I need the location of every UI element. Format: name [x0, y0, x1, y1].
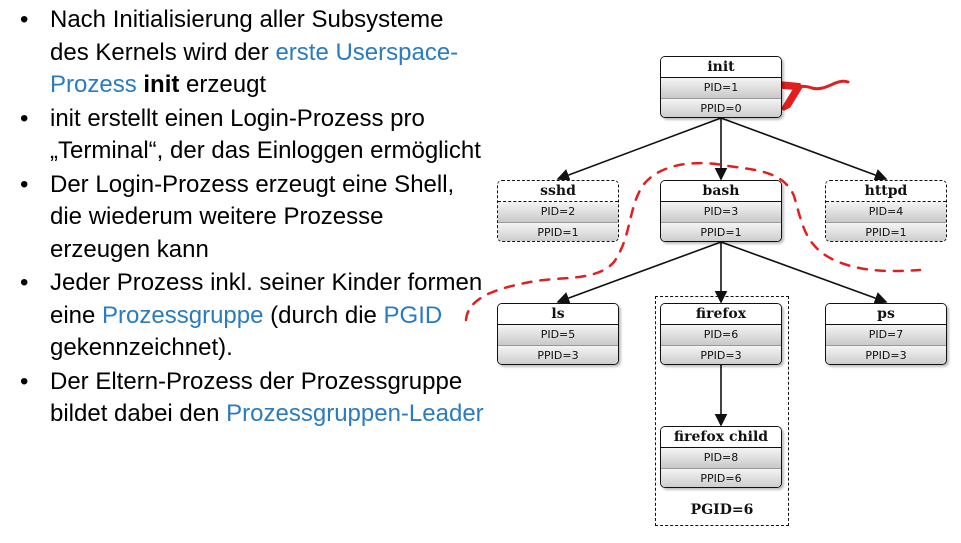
highlighted-term: Prozessgruppen-Leader [226, 400, 484, 427]
highlighted-term: PGID [383, 301, 443, 329]
bullet-symbol: • [20, 6, 29, 33]
process-ppid: PPID=3 [498, 346, 618, 364]
highlighted-term: erste Userspace-Prozess [50, 38, 459, 99]
process-pid: PID=3 [661, 202, 781, 223]
process-pid: PID=7 [826, 325, 946, 346]
bullet-item: • Der Login-Prozess erzeugt eine Shell, d… [18, 169, 488, 267]
bullet-symbol: • [20, 367, 29, 395]
bullet-text: gekennzeichnet). [50, 334, 233, 361]
process-name: bash [661, 181, 781, 202]
process-ppid: PPID=3 [826, 346, 946, 364]
process-ppid: PPID=1 [498, 223, 618, 241]
bullet-item: • Nach Initialisierung aller Subsysteme d… [18, 4, 488, 102]
process-ppid: PPID=3 [661, 346, 781, 364]
process-ppid: PPID=1 [661, 223, 781, 241]
process-name: ps [826, 304, 946, 325]
process-name: sshd [498, 181, 618, 202]
bullet-symbol: • [20, 269, 29, 296]
edge-init-to-httpd [720, 117, 888, 182]
red-arrow-annotation [796, 79, 850, 88]
process-group-box [655, 296, 789, 526]
process-ppid: PPID=6 [661, 469, 781, 487]
process-ppid: PPID=1 [826, 223, 946, 241]
process-pid: PID=1 [661, 78, 781, 99]
process-ppid: PPID=0 [661, 99, 781, 117]
process-name: firefox child [661, 427, 781, 448]
bullet-item: • Der Eltern-Prozess der Prozessgruppe bi… [18, 366, 488, 431]
process-pid: PID=4 [826, 202, 946, 223]
bullet-text: Der Eltern-Prozess der Prozessgruppe bil… [50, 367, 463, 428]
bullet-item: • init erstellt einen Login-Prozess pro „… [18, 103, 488, 168]
edge-bash-to-ps [720, 241, 888, 305]
bullet-symbol: • [20, 170, 29, 198]
process-name: ls [498, 304, 618, 325]
bullet-text: Nach Initialisierung aller Subsysteme de… [50, 6, 444, 66]
edge-init-to-sshd [556, 117, 722, 182]
bullet-text: Der Login-Prozess erzeugt eine Shell, di… [50, 170, 455, 263]
bullet-list: • Nach Initialisierung aller Subsysteme d… [18, 4, 488, 432]
bullet-item: • Jeder Prozess inkl. seiner Kinder forme… [18, 267, 488, 365]
pgid-label: PGID=6 [690, 502, 754, 518]
highlighted-term: Prozessgruppe [102, 301, 264, 329]
red-dashed-group-outline [464, 161, 922, 322]
process-pid: PID=6 [661, 325, 781, 346]
edge-bash-to-ls [556, 241, 722, 305]
bullet-text: Jeder Prozess inkl. seiner Kinder formen… [50, 269, 483, 329]
bullet-text: init erstellt einen Login-Prozess pro „T… [50, 104, 481, 165]
bullet-text: (durch die [263, 301, 384, 329]
process-name: init [661, 57, 781, 78]
process-pid: PID=5 [498, 325, 618, 346]
bullet-symbol: • [20, 104, 29, 132]
process-pid: PID=2 [498, 202, 618, 223]
bold-term: init [143, 71, 180, 98]
process-name: httpd [826, 181, 946, 202]
process-name: firefox [661, 304, 781, 325]
process-pid: PID=8 [661, 448, 781, 469]
bullet-text: erzeugt [179, 71, 267, 98]
